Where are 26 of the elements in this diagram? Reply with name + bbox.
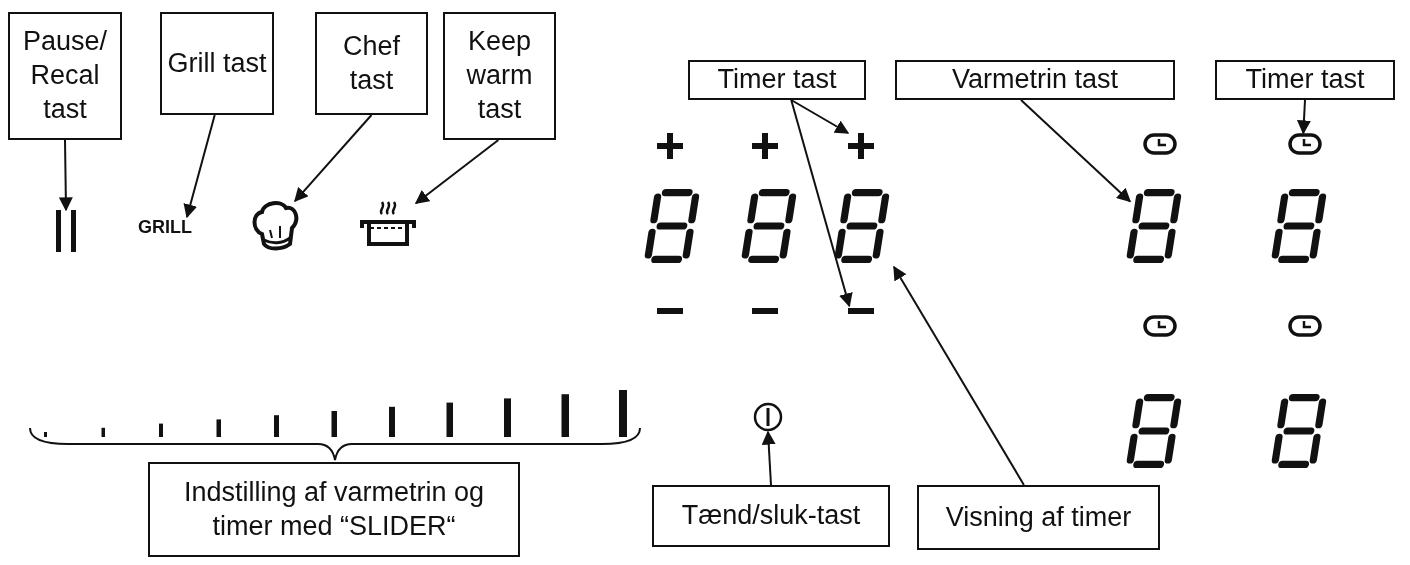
button-label: GRILL [138,217,192,238]
plus-icon [848,133,874,159]
callout-box: Indstilling af varmetrin og timer med “SLIDER“ [148,462,520,557]
arrow [893,265,1025,486]
callout-box: Chef tast [315,12,428,115]
minus-icon [848,306,874,316]
arrow [294,114,373,203]
arrow [183,114,216,219]
arrow [1020,99,1132,203]
chef-hat-icon [250,200,300,252]
arrow [761,430,776,486]
arrow [1296,99,1311,135]
callout-box: Keep warm tast [443,12,556,140]
timer-icon [1288,133,1322,155]
callout-box: Timer tast [688,60,866,100]
callout-box: Pause/ Recal tast [8,12,122,140]
arrow [58,139,73,212]
callout-box: Grill tast [160,12,274,115]
callout-box: Tænd/sluk-tast [652,485,890,547]
power-icon [753,400,783,432]
callout-box: Timer tast [1215,60,1395,100]
arrow [790,99,853,308]
arrow [790,99,850,134]
arrow [414,139,500,205]
callout-box: Visning af timer [917,485,1160,550]
callout-box: Varmetrin tast [895,60,1175,100]
